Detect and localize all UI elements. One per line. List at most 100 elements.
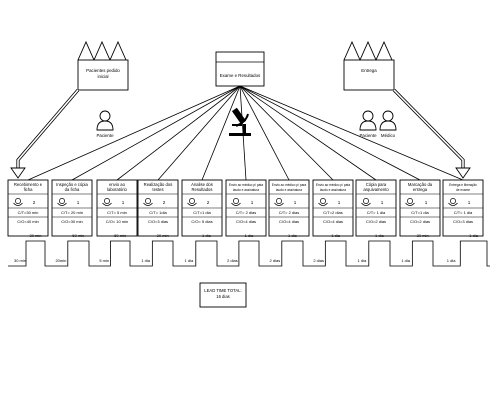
push-arrow-left <box>16 88 80 170</box>
cycle-time: C/T=30 min <box>18 210 39 215</box>
timeline-top-label: 1 dia <box>202 233 211 238</box>
timeline-top-label: 1 dia <box>375 233 384 238</box>
timeline-top-label: 30 min <box>29 233 41 238</box>
timeline-bottom-label: 2 dias <box>227 258 238 263</box>
lead-time-line: LEAD TIME TOTAL: <box>204 288 241 293</box>
push-arrow-left-head <box>10 167 26 179</box>
operator-icon <box>143 198 153 206</box>
info-line <box>27 85 241 181</box>
left-label-line: Pacientes pedido <box>86 68 120 73</box>
operator-icon <box>57 198 67 206</box>
process-title: Realização dos <box>144 182 173 187</box>
timeline-top-label: 30 min <box>417 233 429 238</box>
timeline-top-label: 1 dia <box>469 233 478 238</box>
process-title: Envio ao médico p/ pata <box>229 183 263 187</box>
right-box <box>343 59 395 91</box>
timeline-top-label: 1 dia <box>331 233 340 238</box>
process-title: Marcação da <box>408 182 433 187</box>
process-title: Envio ao médico p/ pata <box>316 183 350 187</box>
cycle-time: C/T= 1 dia <box>454 210 473 215</box>
operator-icon <box>361 198 371 206</box>
person-medico-label: Médico <box>381 133 396 138</box>
changeover-time: C/O= 10 min <box>106 219 129 224</box>
info-line <box>239 85 377 181</box>
process-title: Entrega e liberação <box>449 183 477 187</box>
factory-icon <box>343 40 393 62</box>
timeline-line <box>8 240 490 267</box>
operator-count: 1 <box>122 200 125 205</box>
changeover-time: C/O=2 dias <box>366 219 386 224</box>
operator-count: 1 <box>425 200 428 205</box>
process-title: laboratório <box>107 187 127 192</box>
operator-icon <box>274 198 284 206</box>
operator-icon <box>231 198 241 206</box>
process-title: laudo e assinatura <box>320 188 346 192</box>
timeline-top-label: 30 min <box>157 233 169 238</box>
cycle-time: C/T=1 dia <box>193 210 211 215</box>
info-line <box>239 85 334 181</box>
process-title: testes <box>152 187 163 192</box>
operator-count: 1 <box>77 200 80 205</box>
info-line <box>157 85 241 181</box>
timeline-bottom-label: 1 dia <box>401 258 410 263</box>
lead-time-frame <box>199 282 247 308</box>
cycle-time: C/T= 1dia <box>149 210 167 215</box>
operator-icon <box>187 198 197 206</box>
timeline-bottom-label: 1 dia <box>358 258 367 263</box>
changeover-time: C/O=3 dias <box>148 219 168 224</box>
push-arrow-icon <box>16 88 80 170</box>
push-arrow-right-head <box>455 167 471 179</box>
timeline-top-label: 1 dia <box>245 233 254 238</box>
process-title: da ficha <box>65 187 80 192</box>
center-label: Exame e Resultados <box>220 73 261 78</box>
process-title: ficha <box>24 187 34 192</box>
info-line <box>201 85 241 181</box>
timeline-top-label: 50 min <box>114 233 126 238</box>
process-title: laudo e assinatura <box>233 188 259 192</box>
person-paciente-left: Paciente <box>96 110 114 138</box>
cycle-time: C/T= 2 dias <box>279 210 300 215</box>
process-title: arquivamento <box>363 187 389 192</box>
person-icon <box>359 110 377 131</box>
cycle-time: C/T=2 dias <box>323 210 342 215</box>
process-title: Cópia para <box>366 182 387 187</box>
push-arrow-right <box>392 88 465 170</box>
timeline-bottom-label: 5 min <box>99 258 109 263</box>
changeover-time: C/O= 5 dias <box>191 219 212 224</box>
changeover-time: C/O=4 dias <box>236 219 256 224</box>
operator-count: 1 <box>468 200 471 205</box>
cycle-time: C/T= 1 dia <box>367 210 386 215</box>
info-line <box>71 85 241 181</box>
operator-count: 1 <box>381 200 384 205</box>
info-line <box>239 85 464 181</box>
info-line <box>239 85 290 181</box>
operator-icon <box>13 198 23 206</box>
process-title: Inspeção e cópia <box>56 182 88 187</box>
microscope-icon <box>229 107 251 136</box>
process-title: laudo e assinatura <box>276 188 302 192</box>
right-label-line: Entrega <box>361 68 377 73</box>
operator-count: 2 <box>163 200 166 205</box>
factory-icon <box>77 40 127 62</box>
person-medico: Médico <box>379 110 397 138</box>
process-title: Envio ao médico p/ para <box>272 183 307 187</box>
cycle-time: C/T= 5 min <box>107 210 127 215</box>
left-label-line: inicial <box>98 74 109 79</box>
operator-icon <box>405 198 415 206</box>
changeover-time: C/O=40 min <box>17 219 38 224</box>
timeline-bottom-label: 2 dias <box>270 258 281 263</box>
changeover-time: C/O=30 min <box>61 219 82 224</box>
info-line <box>116 85 241 181</box>
info-line <box>239 85 421 181</box>
person-icon <box>96 110 114 131</box>
